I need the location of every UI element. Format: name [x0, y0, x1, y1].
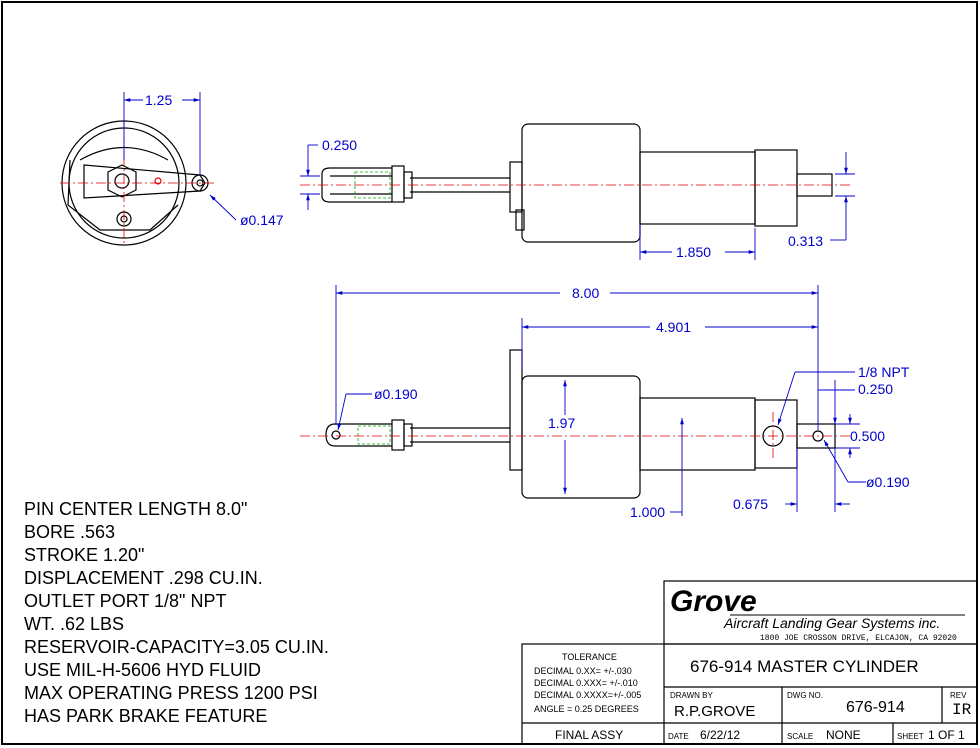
dwg-no-label: DWG NO.	[787, 691, 823, 700]
dwg-no: 676-914	[846, 699, 905, 716]
sheet: 1 OF 1	[928, 728, 965, 742]
dim-body-dia: 1.97	[548, 415, 575, 431]
date-label: DATE	[668, 732, 689, 741]
dim-end-offset: 1.25	[145, 92, 172, 108]
dim-boss-length: 0.675	[733, 496, 768, 512]
tolerance-1: DECIMAL 0.XX= +/-.030	[534, 666, 632, 676]
tolerance-3: DECIMAL 0.XXXX=+/-.005	[534, 690, 641, 700]
date: 6/22/12	[700, 728, 740, 742]
dim-clevis-hole: ø0.190	[374, 386, 418, 402]
company-address: 1800 JOE CROSSON DRIVE, ELCAJON, CA 9202…	[760, 634, 957, 643]
dim-overall-length: 8.00	[572, 285, 599, 301]
dim-boss-height: 1.000	[630, 504, 665, 520]
side-view-dims	[335, 285, 866, 516]
note: USE MIL-H-5606 HYD FLUID	[24, 660, 262, 680]
end-view-dims	[123, 92, 237, 221]
dim-rod-end-hole: ø0.190	[866, 474, 910, 490]
side-view-hidden	[357, 425, 391, 445]
note: STROKE 1.20"	[24, 545, 145, 565]
rev-label: REV	[950, 691, 967, 700]
drawn-by-label: DRAWN BY	[670, 691, 713, 700]
drawing-title: 676-914 MASTER CYLINDER	[690, 657, 919, 676]
scale: NONE	[826, 728, 861, 742]
rev: IR	[952, 701, 972, 719]
dim-rod-end-height: 0.500	[850, 428, 885, 444]
note: MAX OPERATING PRESS 1200 PSI	[24, 683, 318, 703]
tolerance-2: DECIMAL 0.XXX= +/-.010	[534, 678, 638, 688]
note: BORE .563	[24, 522, 116, 542]
scale-label: SCALE	[787, 732, 813, 741]
note: PIN CENTER LENGTH 8.0"	[24, 499, 248, 519]
note: WT. .62 LBS	[24, 614, 125, 634]
dim-boss-length-top: 1.850	[676, 244, 711, 260]
note: RESERVOIR-CAPACITY=3.05 CU.IN.	[24, 637, 329, 657]
title-block	[521, 580, 978, 745]
company-name: Aircraft Landing Gear Systems inc.	[723, 615, 940, 631]
dim-port: 1/8 NPT	[858, 364, 910, 380]
dim-clevis-slot: 0.250	[322, 137, 357, 153]
assembly: FINAL ASSY	[555, 728, 623, 742]
top-view	[321, 123, 833, 243]
note: HAS PARK BRAKE FEATURE	[24, 706, 268, 726]
company-logo: Grove	[670, 585, 757, 618]
drawn-by: R.P.GROVE	[674, 703, 755, 720]
tolerance-4: ANGLE = 0.25 DEGREES	[534, 704, 639, 714]
sheet-label: SHEET	[897, 732, 924, 741]
side-view-centerline	[300, 412, 850, 460]
side-view	[325, 349, 836, 499]
note: OUTLET PORT 1/8" NPT	[24, 591, 227, 611]
title-block-text: Grove Aircraft Landing Gear Systems inc.…	[534, 585, 972, 742]
dim-port-offset: 0.250	[858, 381, 893, 397]
tolerance-title: TOLERANCE	[562, 652, 617, 662]
general-notes: PIN CENTER LENGTH 8.0" BORE .563 STROKE …	[24, 498, 329, 728]
dim-end-hole: ø0.147	[240, 212, 284, 228]
dimension-labels: 1.25 ø0.147 0.250 1.850 0.313 8.00 4.901…	[145, 92, 910, 520]
dim-body-to-pin: 4.901	[656, 319, 691, 335]
dim-shaft-dia: 0.313	[788, 233, 823, 249]
note: DISPLACEMENT .298 CU.IN.	[24, 568, 263, 588]
top-view-dims	[300, 144, 855, 260]
